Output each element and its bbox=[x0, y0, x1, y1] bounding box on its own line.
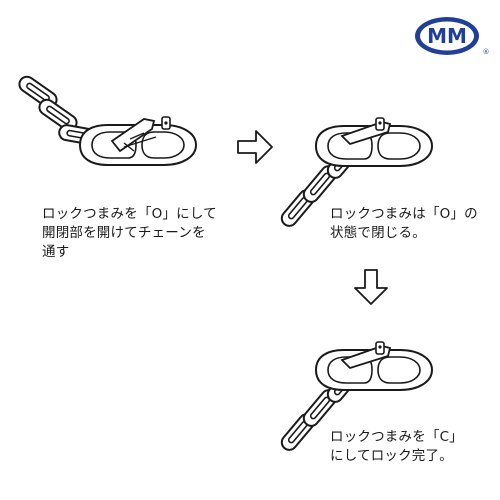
step1-illustration bbox=[15, 72, 197, 166]
step2-line1: ロックつまみは「O」の bbox=[330, 206, 478, 222]
step3-line1: ロックつまみを「C」 bbox=[330, 429, 463, 445]
step1-line3: 通す bbox=[42, 244, 70, 260]
step2-line2: 状態で閉じる。 bbox=[330, 225, 426, 241]
mm-brand-logo: MM ® bbox=[415, 17, 490, 56]
step1-line2: 開閉部を開けてチェーンを bbox=[42, 225, 206, 241]
logo-text: MM bbox=[427, 24, 467, 48]
right-arrow bbox=[237, 130, 273, 164]
step3-caption: ロックつまみを「C」 にしてロック完了。 bbox=[330, 428, 463, 466]
down-arrow bbox=[354, 269, 388, 305]
step2-caption: ロックつまみは「O」の 状態で閉じる。 bbox=[330, 205, 478, 243]
step1-caption: ロックつまみを「O」にして 開閉部を開けてチェーンを 通す bbox=[42, 205, 217, 262]
step3-line2: にしてロック完了。 bbox=[330, 448, 453, 464]
step1-line1: ロックつまみを「O」にして bbox=[42, 206, 217, 222]
registered-mark: ® bbox=[483, 48, 490, 56]
